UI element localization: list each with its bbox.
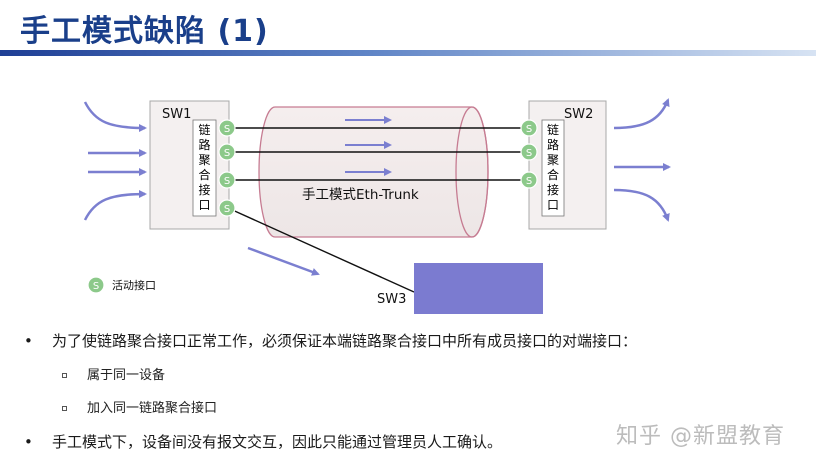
svg-text:合: 合 xyxy=(198,167,210,182)
svg-text:口: 口 xyxy=(547,198,559,212)
square-bullet-icon xyxy=(62,406,67,411)
sub-bullet-item: 属于同一设备 xyxy=(62,366,165,386)
svg-text:S: S xyxy=(526,176,532,187)
sw1-agg-interface xyxy=(192,119,217,217)
svg-text:口: 口 xyxy=(198,198,210,212)
square-bullet-icon xyxy=(62,373,67,378)
svg-text:聚: 聚 xyxy=(547,153,559,167)
svg-text:S: S xyxy=(93,281,99,292)
svg-text:S: S xyxy=(526,148,532,159)
bullet-item: • 手工模式下，设备间没有报文交互，因此只能通过管理员人工确认。 xyxy=(24,433,503,451)
trunk-label: 手工模式Eth-Trunk xyxy=(302,187,419,203)
member-links xyxy=(228,127,528,181)
sw2-active-ports: S S S xyxy=(520,119,538,189)
svg-text:S: S xyxy=(526,124,532,135)
sw2-agg-label: 链 路 聚 合 接 口 xyxy=(547,122,559,212)
svg-text:路: 路 xyxy=(198,137,210,152)
legend-port-icon xyxy=(87,276,105,294)
svg-text:聚: 聚 xyxy=(198,153,210,167)
watermark: 知乎 @新盟教育 xyxy=(616,424,785,449)
legend-label: 活动接口 xyxy=(112,279,156,292)
sw3-label: SW3 xyxy=(377,292,406,307)
svg-text:S: S xyxy=(224,204,230,215)
svg-text:链: 链 xyxy=(547,122,559,137)
sub-bullet-item: 加入同一链路聚合接口 xyxy=(62,399,217,419)
bullet-item: • 为了使链路聚合接口正常工作，必须保证本端链路聚合接口中所有成员接口的对端接口… xyxy=(24,332,638,350)
svg-text:S: S xyxy=(224,176,230,187)
bullet-dot-icon: • xyxy=(24,332,33,350)
eth-trunk-diagram: SW1 链 路 聚 合 接 口 SW2 链 路 聚 合 接 口 手工模式Eth-… xyxy=(83,98,671,314)
sw3-traffic-arrow xyxy=(247,246,320,276)
sw1-label: SW1 xyxy=(162,107,191,122)
outgoing-traffic-arrows xyxy=(613,98,671,222)
misconnected-link xyxy=(227,207,415,293)
sw3-box xyxy=(414,263,543,314)
incoming-traffic-arrows xyxy=(83,101,147,221)
legend: S 活动接口 xyxy=(87,276,156,294)
svg-text:路: 路 xyxy=(547,137,559,152)
page-title: 手工模式缺陷 (1) xyxy=(20,14,269,49)
svg-text:链: 链 xyxy=(198,122,210,137)
svg-text:S: S xyxy=(224,148,230,159)
sw2-label: SW2 xyxy=(564,107,593,122)
sw1-active-ports: S S S S xyxy=(218,119,236,217)
sw1-agg-label: 链 路 聚 合 接 口 xyxy=(198,122,210,212)
tube-traffic-arrows xyxy=(345,116,392,176)
svg-text:S: S xyxy=(224,124,230,135)
sw2-agg-interface xyxy=(541,119,565,217)
svg-text:接: 接 xyxy=(547,182,559,197)
svg-text:合: 合 xyxy=(547,167,559,182)
bullet-list: • 为了使链路聚合接口正常工作，必须保证本端链路聚合接口中所有成员接口的对端接口… xyxy=(0,322,816,469)
svg-text:接: 接 xyxy=(198,182,210,197)
bullet-dot-icon: • xyxy=(24,433,33,451)
title-bar: 手工模式缺陷 (1) xyxy=(0,0,816,56)
title-underline xyxy=(0,50,816,56)
